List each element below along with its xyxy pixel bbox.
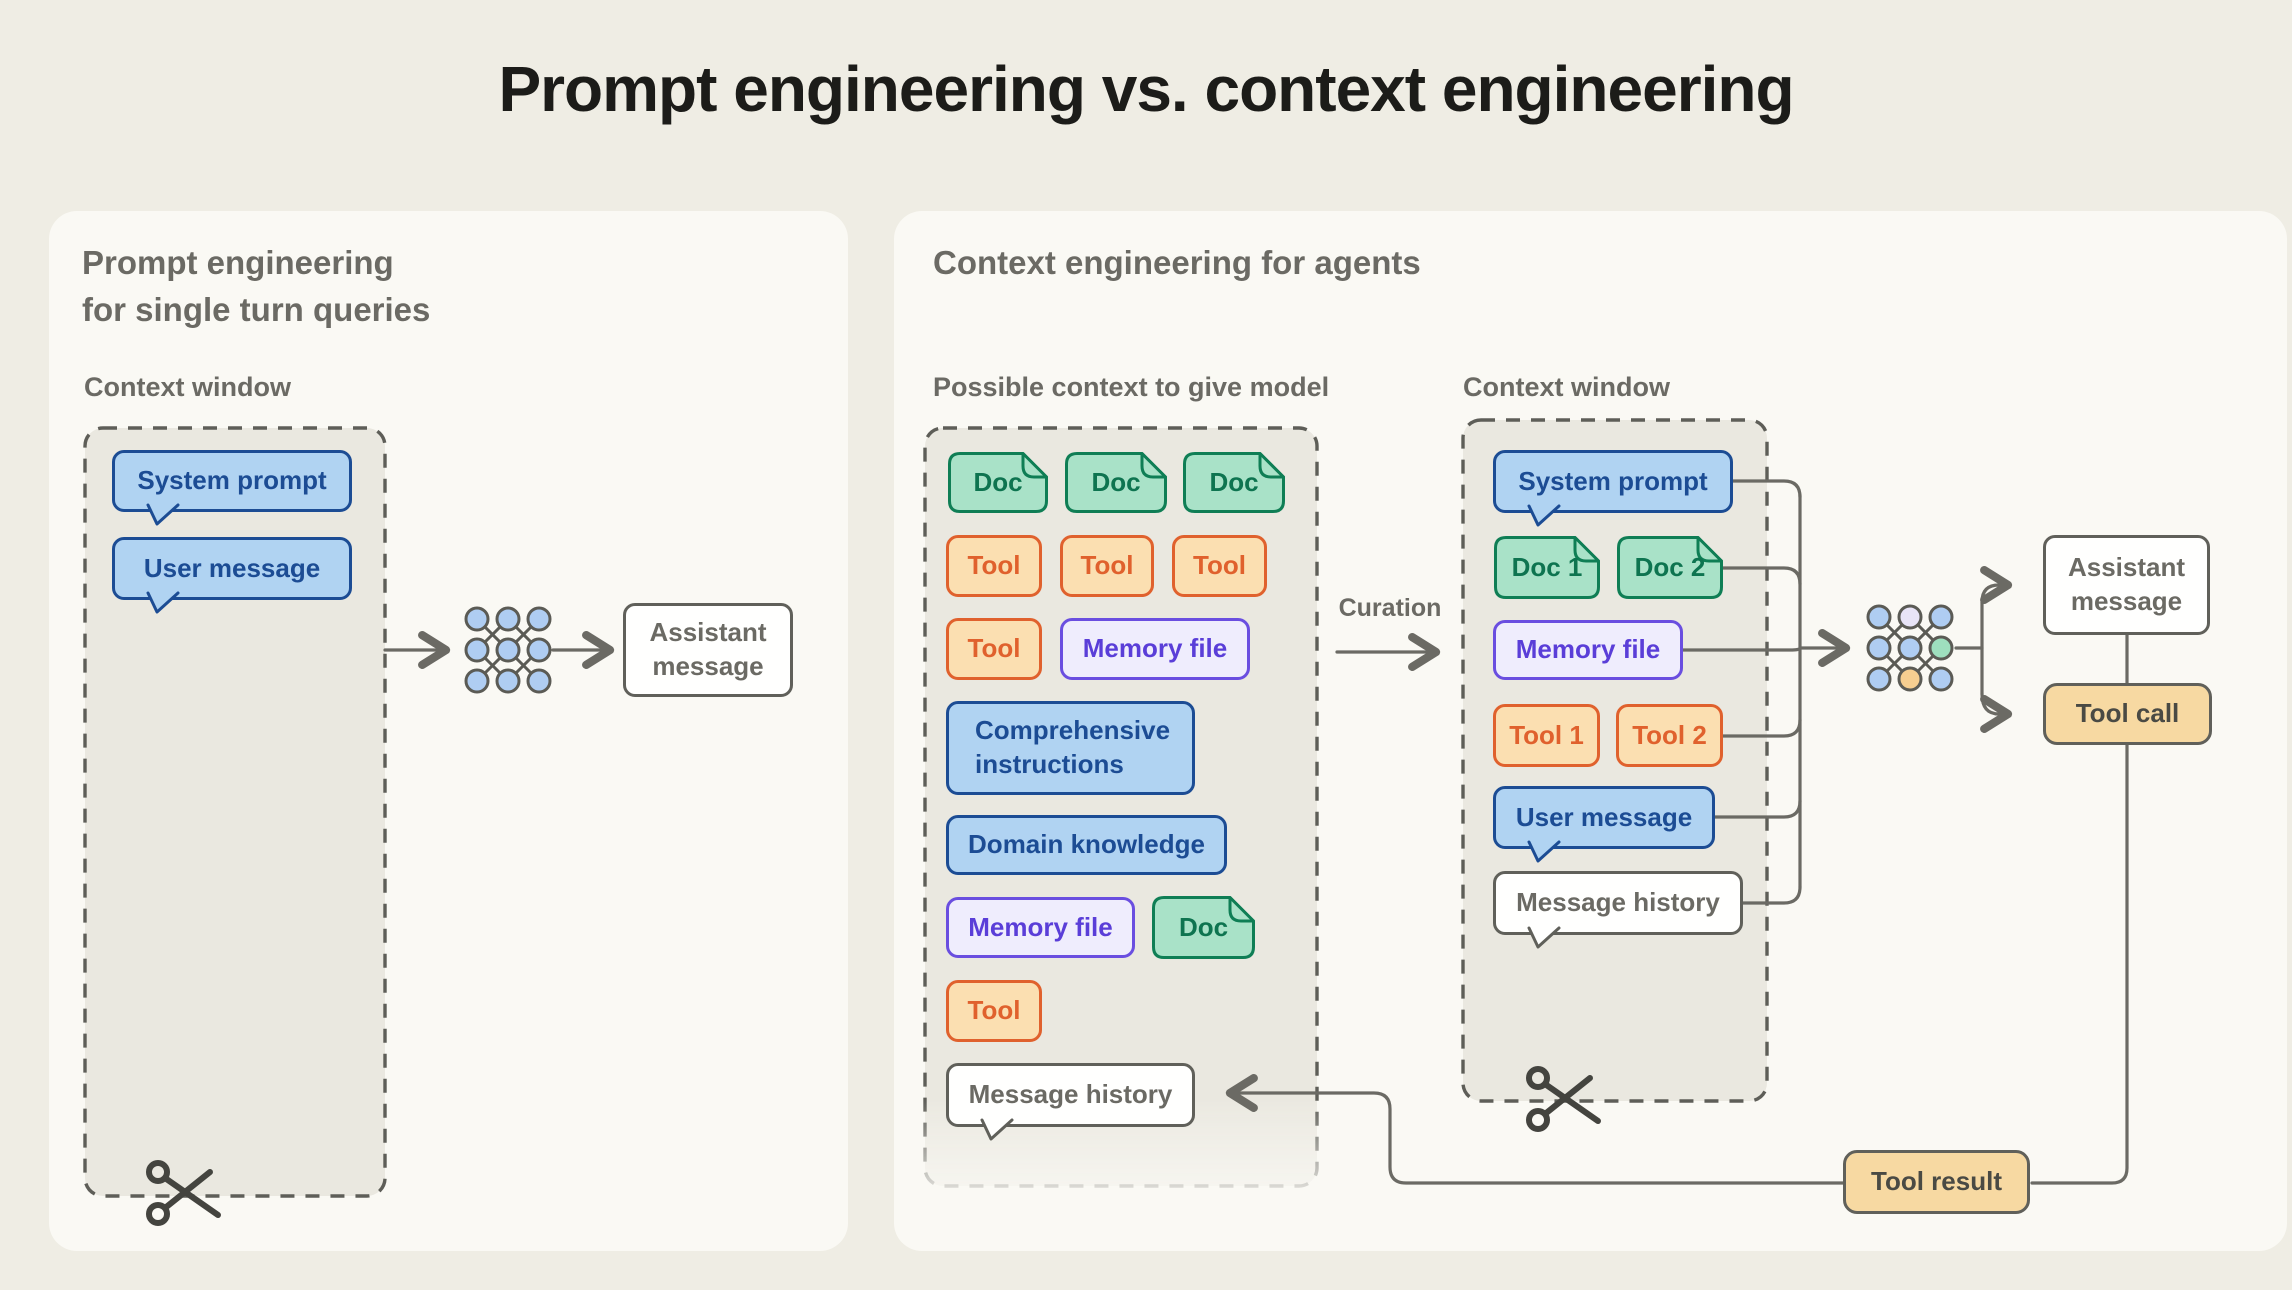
- tool-result-box: Tool result: [1843, 1150, 2030, 1214]
- page-title: Prompt engineering vs. context engineeri…: [498, 53, 1794, 125]
- chip-comprehensive-instructions: Comprehensive instructions: [946, 701, 1195, 795]
- chip-message-history: Message history: [1493, 871, 1743, 949]
- chip-user-message: User message: [1493, 786, 1715, 863]
- agent-context-window-label: Context window: [1463, 372, 1670, 402]
- chip-system-prompt: System prompt: [112, 450, 352, 526]
- chip-tool: Tool: [1172, 535, 1267, 597]
- chip-doc: Doc: [1152, 896, 1255, 959]
- left-context-window-label: Context window: [84, 372, 291, 402]
- chip-tool: Tool: [1060, 535, 1154, 597]
- chip-domain-knowledge: Domain knowledge: [946, 815, 1227, 875]
- chip-tool: Tool: [946, 535, 1042, 597]
- chip-memory-file: Memory file: [946, 897, 1135, 958]
- chip-doc-1: Doc 1: [1494, 536, 1600, 599]
- chip-tool: Tool: [946, 618, 1042, 680]
- chip-doc: Doc: [948, 452, 1048, 513]
- tool-call-box: Tool call: [2043, 683, 2212, 745]
- chip-user-message: User message: [112, 537, 352, 614]
- chip-tool-2: Tool 2: [1616, 704, 1723, 767]
- chip-memory-file: Memory file: [1060, 618, 1250, 680]
- chip-tool: Tool: [946, 980, 1042, 1042]
- right-panel-heading: Context engineering for agents: [933, 244, 1421, 281]
- curation-label: Curation: [1338, 594, 1442, 622]
- chip-tool-1: Tool 1: [1493, 704, 1600, 767]
- assistant-message-box: Assistant message: [2043, 535, 2210, 635]
- neural-network-icon: [1862, 600, 1958, 696]
- assistant-message-box: Assistant message: [623, 603, 793, 697]
- model-output-bracket: [1954, 565, 2013, 734]
- chip-doc-2: Doc 2: [1617, 536, 1723, 599]
- chip-memory-file: Memory file: [1493, 620, 1683, 680]
- possible-context-label: Possible context to give model: [933, 372, 1330, 402]
- chip-doc: Doc: [1065, 452, 1167, 513]
- scissors-icon: [1526, 1066, 1601, 1132]
- chip-message-history: Message history: [946, 1063, 1195, 1141]
- chip-system-prompt: System prompt: [1493, 450, 1733, 527]
- left-context-window-box: [83, 426, 387, 1198]
- left-panel-heading: Prompt engineering for single turn queri…: [82, 244, 431, 328]
- chip-doc: Doc: [1183, 452, 1285, 513]
- neural-network-icon: [460, 602, 556, 698]
- scissors-icon: [146, 1160, 221, 1226]
- tool-loop: [1225, 743, 2129, 1185]
